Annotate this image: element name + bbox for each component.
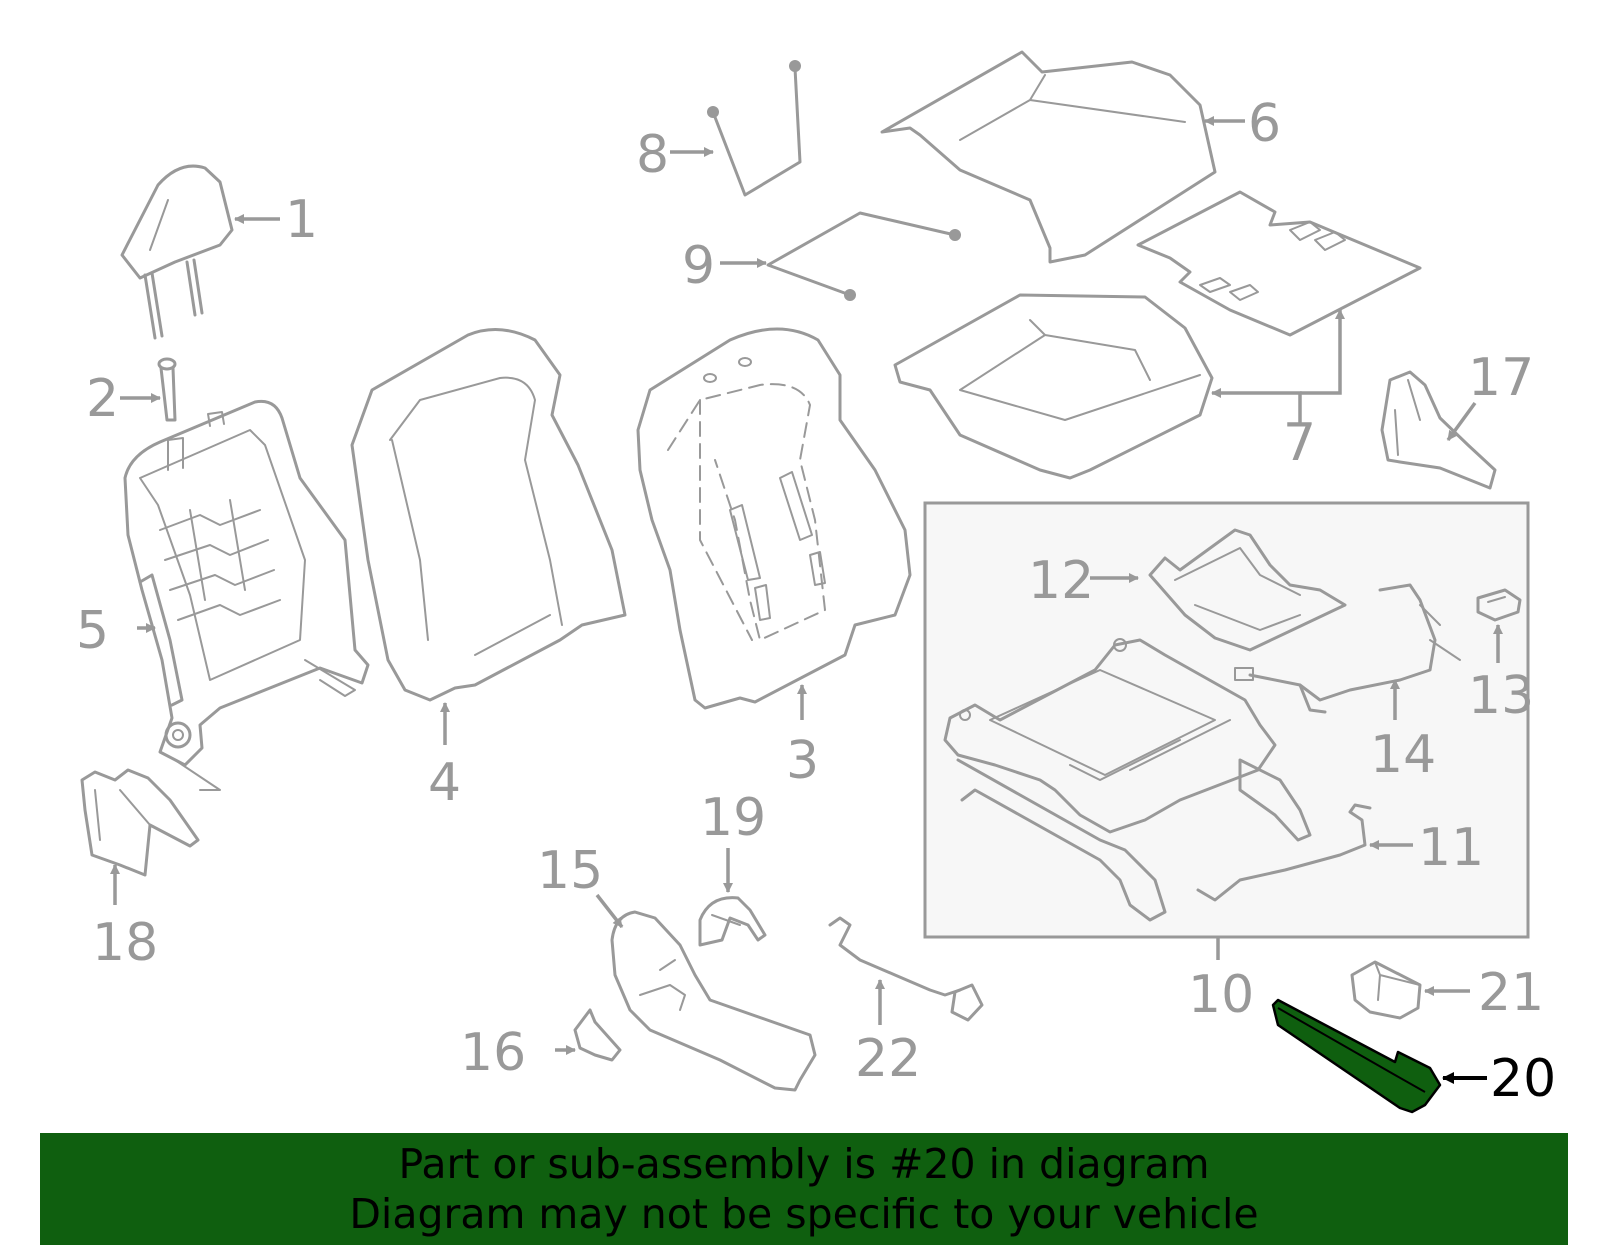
callout-20[interactable]: 20 [1490, 1049, 1556, 1109]
callout-15[interactable]: 15 [537, 841, 603, 901]
part-19-trim[interactable] [698, 896, 767, 947]
callout-22[interactable]: 22 [855, 1029, 921, 1089]
part-8-wire[interactable] [707, 60, 802, 197]
callout-1[interactable]: 1 [285, 190, 318, 250]
part-21-bracket[interactable] [1350, 960, 1422, 1020]
part-5-seatback-frame[interactable] [123, 399, 370, 791]
callout-11[interactable]: 11 [1418, 818, 1484, 878]
callout-labels: 1 2 3 4 5 6 7 8 9 10 11 12 13 14 15 16 1… [76, 94, 1556, 1109]
part-10-seat-frame-assembly[interactable] [943, 638, 1312, 922]
part-13-connector[interactable] [1476, 588, 1522, 622]
part-22-harness[interactable] [828, 916, 984, 1022]
callout-17[interactable]: 17 [1468, 348, 1534, 408]
part-9-wire[interactable] [766, 211, 961, 301]
callout-12[interactable]: 12 [1028, 551, 1094, 611]
part-2-headrest-guide[interactable] [157, 357, 177, 422]
part-11-rod[interactable] [1196, 803, 1372, 902]
callout-3[interactable]: 3 [786, 731, 819, 791]
callout-21[interactable]: 21 [1478, 963, 1544, 1023]
part-20-highlighted[interactable] [1271, 998, 1442, 1114]
banner-line-part: Part or sub-assembly is #20 in diagram [398, 1140, 1210, 1188]
part-6-cushion-cover[interactable] [880, 50, 1217, 264]
callout-4[interactable]: 4 [428, 753, 461, 813]
callout-9[interactable]: 9 [682, 236, 715, 296]
callout-16[interactable]: 16 [460, 1023, 526, 1083]
callout-10[interactable]: 10 [1188, 965, 1254, 1025]
part-7-cushion-foam-and-heater[interactable] [893, 190, 1422, 480]
part-14-wire-harness[interactable] [1234, 583, 1461, 714]
callout-13[interactable]: 13 [1468, 666, 1534, 726]
part-12-seat-pan[interactable] [1148, 528, 1347, 652]
callout-14[interactable]: 14 [1370, 725, 1436, 785]
part-18-lower-cover[interactable] [80, 768, 200, 877]
part-1-headrest[interactable] [120, 164, 234, 340]
info-banner: Part or sub-assembly is #20 in diagram D… [40, 1133, 1568, 1245]
banner-line-disclaimer: Diagram may not be specific to your vehi… [349, 1190, 1259, 1238]
callout-18[interactable]: 18 [92, 913, 158, 973]
assembly-10-inset-box [923, 501, 1530, 939]
part-15-side-shield[interactable] [610, 910, 817, 1092]
callout-8[interactable]: 8 [636, 125, 669, 185]
part-4-seatback-pad[interactable] [350, 328, 627, 702]
callout-2[interactable]: 2 [86, 369, 119, 429]
callout-6[interactable]: 6 [1248, 94, 1281, 154]
callout-19[interactable]: 19 [700, 788, 766, 848]
leader-lines [110, 116, 1503, 1084]
callout-5[interactable]: 5 [76, 601, 109, 661]
part-3-seatback-foam[interactable] [636, 327, 912, 710]
callout-7[interactable]: 7 [1283, 413, 1316, 473]
part-16-clip[interactable] [573, 1008, 622, 1062]
part-17-side-trim[interactable] [1380, 370, 1497, 490]
